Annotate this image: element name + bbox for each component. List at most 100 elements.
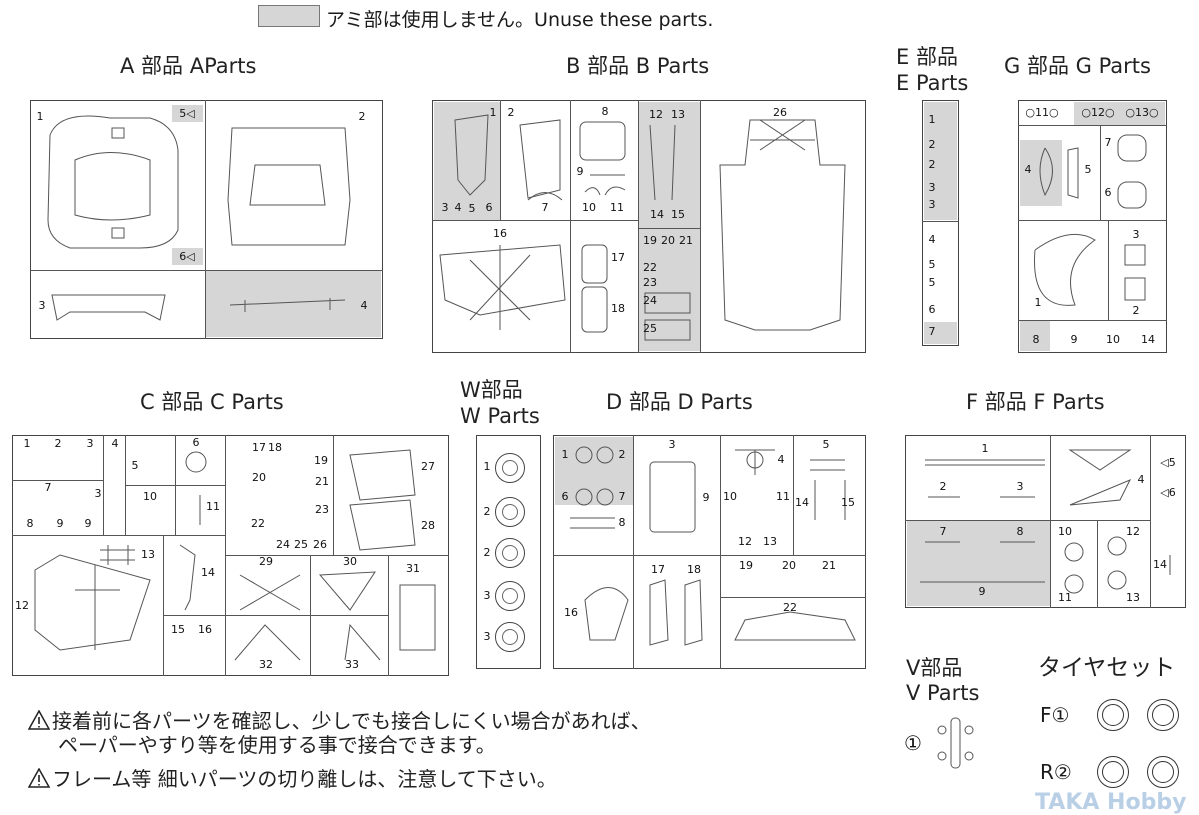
divider: [432, 220, 639, 221]
note-line-1: 接着前に各パーツを確認し、少しでも接合しにくい場合があれば、: [52, 709, 651, 733]
divider: [638, 100, 639, 353]
part-number-a: 4: [360, 299, 368, 312]
part-number-c: 1: [23, 437, 31, 450]
part-number-c: 33: [345, 658, 359, 671]
part-number-b: 23: [643, 276, 657, 289]
runner-e-unused-7: [924, 322, 957, 344]
part-number-g: 3: [1132, 228, 1140, 241]
divider: [225, 615, 388, 616]
runner-a-unused-area: [206, 271, 381, 337]
part-number-e: 6: [928, 303, 936, 316]
part-number-w: 3: [483, 630, 491, 643]
part-number-g: ○12○: [1081, 106, 1115, 119]
divider: [12, 535, 225, 536]
part-number-c: 18: [268, 441, 282, 454]
runner-a-unused-6: [172, 248, 203, 265]
runner-f-unused-7-9: [907, 521, 1050, 606]
part-number-d: 22: [783, 601, 797, 614]
part-number-b: 26: [773, 106, 787, 119]
note-fit-check: 接着前に各パーツを確認し、少しでも接合しにくい場合があれば、: [28, 710, 651, 732]
divider: [500, 100, 501, 220]
part-number-d: 14: [795, 496, 809, 509]
part-number-b: 3: [441, 201, 449, 214]
part-number-b: 19: [643, 234, 657, 247]
part-number-w: 2: [483, 505, 491, 518]
part-number-c: 24: [276, 538, 290, 551]
part-number-e: 1: [928, 113, 936, 126]
runner-e-title-jp: E 部品: [896, 45, 958, 69]
divider: [205, 100, 206, 339]
part-number-c: 10: [143, 490, 157, 503]
part-number-f: 4: [1137, 473, 1145, 486]
divider: [163, 535, 164, 676]
divider: [163, 615, 225, 616]
part-number-b: 7: [541, 201, 549, 214]
part-number-c: 27: [421, 460, 435, 473]
part-number-w: 2: [483, 546, 491, 559]
runner-f-title: F 部品 F Parts: [966, 390, 1105, 414]
part-number-g: 5: [1084, 163, 1092, 176]
divider: [700, 100, 701, 353]
runner-v-title-jp: V部品: [906, 656, 963, 680]
part-number-a: 2: [358, 110, 366, 123]
part-number-c: 23: [315, 503, 329, 516]
part-number-d: 7: [618, 490, 626, 503]
part-number-e: 3: [928, 181, 936, 194]
part-number-w: 1: [483, 460, 491, 473]
part-number-d: 15: [841, 496, 855, 509]
unused-parts-legend: アミ部は使用しません。Unuse these parts.: [326, 9, 714, 31]
part-number-f: 2: [939, 480, 947, 493]
part-number-w: 3: [483, 589, 491, 602]
part-number-a: 5◁: [179, 107, 195, 120]
part-number-c: 30: [343, 555, 357, 568]
runner-a-title: A 部品 AParts: [120, 54, 257, 78]
divider: [225, 555, 449, 556]
part-number-b: 4: [454, 201, 462, 214]
part-number-b: 17: [611, 251, 625, 264]
part-number-v: ①: [904, 731, 922, 755]
part-number-d: 17: [651, 563, 665, 576]
divider: [553, 555, 866, 556]
part-number-b: 2: [507, 106, 515, 119]
part-number-b: 21: [679, 234, 693, 247]
part-number-d: 13: [763, 535, 777, 548]
part-number-e: 2: [928, 158, 936, 171]
part-number-c: 3: [94, 487, 102, 500]
unused-parts-swatch: [258, 5, 320, 27]
note-line-2: ペーパーやすり等を使用する事で接合できます。: [58, 733, 496, 757]
runner-f-sketch: [920, 449, 1171, 594]
part-number-d: 21: [822, 559, 836, 572]
part-number-b: 5: [468, 202, 476, 215]
watermark: TAKA Hobby: [1035, 790, 1187, 815]
part-number-d: 1: [561, 448, 569, 461]
part-number-d: 4: [777, 453, 785, 466]
wheel-part: [495, 538, 525, 568]
divider: [310, 555, 311, 676]
tire-rear-label: R②: [1040, 760, 1072, 784]
divider: [125, 435, 126, 535]
part-number-b: 8: [601, 105, 609, 118]
note-line-3: フレーム等 細いパーツの切り離しは、注意して下さい。: [52, 767, 557, 791]
runner-g-unused-12-13: [1074, 102, 1165, 125]
part-number-c: 12: [15, 599, 29, 612]
part-number-c: 28: [421, 519, 435, 532]
part-number-d: 3: [668, 438, 676, 451]
part-number-f: 1: [981, 442, 989, 455]
part-number-c: 6: [192, 436, 200, 449]
part-number-c: 5: [131, 459, 139, 472]
divider: [633, 435, 634, 669]
part-number-c: 9: [56, 517, 64, 530]
runner-a-sketch: [47, 115, 351, 321]
divider: [720, 435, 721, 669]
part-number-c: 16: [198, 623, 212, 636]
part-number-f: 12: [1126, 525, 1140, 538]
runner-c-sketch: [34, 449, 436, 661]
part-number-f: 14: [1153, 558, 1167, 571]
part-number-b: 20: [661, 234, 675, 247]
runner-w-title-en: W Parts: [460, 404, 540, 428]
part-number-g: ○13○: [1125, 106, 1159, 119]
runner-b-unused-12-15: [639, 102, 700, 228]
part-number-g: 6: [1104, 186, 1112, 199]
part-number-d: 9: [702, 491, 710, 504]
part-number-c: 14: [201, 566, 215, 579]
